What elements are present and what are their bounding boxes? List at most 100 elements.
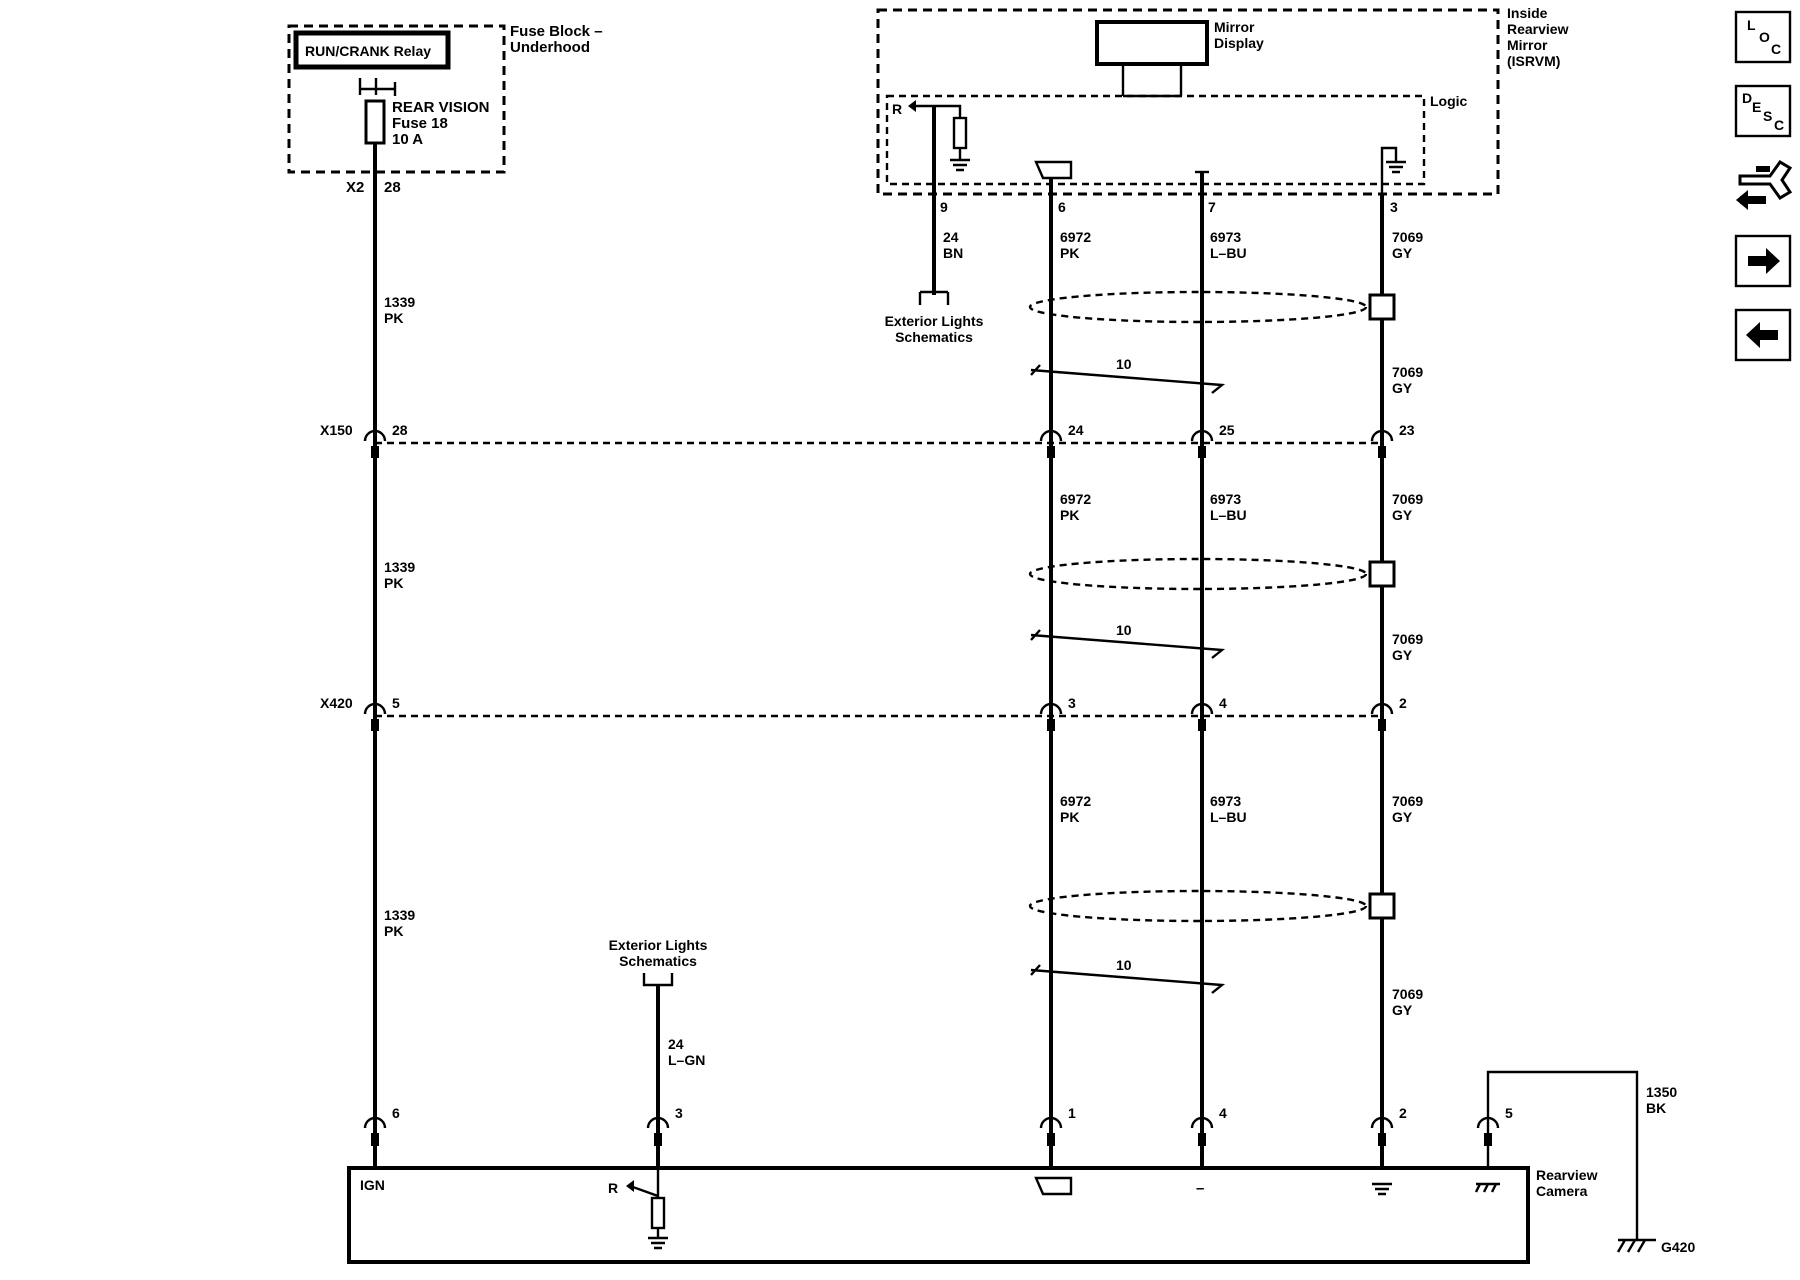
wire-label: 1339 [384, 907, 415, 923]
camera-connector: 6 3 1 4 2 5 [363, 1105, 1513, 1146]
connector-pin-icon [1370, 702, 1394, 715]
mirror-pin-6: 6 [1058, 199, 1066, 215]
desc-icon [1734, 84, 1792, 138]
connector-x2-pin: 28 [384, 179, 401, 196]
inside-rearview-mirror: Inside Rearview Mirror (ISRVM) Mirror Di… [876, 5, 1569, 215]
wire-label: PK [384, 310, 403, 326]
mirror-title: Rearview [1507, 21, 1569, 37]
next-button[interactable] [1734, 234, 1792, 288]
camera-ign-label: IGN [360, 1177, 385, 1193]
exterior-lights-top: 24 BN Exterior Lights Schematics [885, 106, 984, 345]
loc-letter: C [1771, 41, 1781, 57]
camera-title: Rearview [1536, 1167, 1598, 1183]
wire-label: 7069 [1392, 631, 1423, 647]
connector-pin-icon [1039, 1116, 1063, 1129]
fuse-icon [364, 99, 386, 145]
fuse-block-title: Fuse Block – [510, 23, 603, 40]
camera-minus-label: – [1196, 1180, 1204, 1197]
connector-pin-label: 2 [1399, 695, 1407, 711]
shield-segment-3: 10 [1028, 889, 1396, 994]
camera-outline [347, 1166, 1530, 1264]
exterior-lights-label: Schematics [895, 329, 973, 345]
fuse-block: Fuse Block – Underhood RUN/CRANK Relay R… [287, 23, 603, 196]
mirror-pin-9: 9 [940, 199, 948, 215]
connector-pin-label: 6 [392, 1105, 400, 1121]
pullup-lead [934, 104, 962, 118]
mirror-title: Inside [1507, 5, 1548, 21]
wire-label: BK [1646, 1100, 1666, 1116]
wire-label: L–BU [1210, 507, 1247, 523]
exterior-lights-bottom: Exterior Lights Schematics 24 L–GN [609, 937, 708, 1068]
camera-title: Camera [1536, 1183, 1588, 1199]
connector-pin-label: 4 [1219, 1105, 1227, 1121]
signal-pin-icon [1034, 1176, 1073, 1196]
wire-label: PK [1060, 809, 1079, 825]
wire-label: PK [384, 923, 403, 939]
connector-x420: X420 5 3 4 2 [320, 695, 1407, 731]
display-link [1121, 64, 1183, 98]
connector-pin-label: 24 [1068, 422, 1084, 438]
ground-icon [950, 148, 970, 172]
desc-letter: C [1774, 117, 1784, 133]
run-crank-relay [293, 30, 451, 70]
mirror-r-label: R [892, 101, 902, 117]
twist-label: 10 [1116, 622, 1132, 638]
connector-terminal [1198, 446, 1206, 458]
logic-outline [885, 94, 1426, 186]
wire-label: 6973 [1210, 229, 1241, 245]
wire-label: 7069 [1392, 986, 1423, 1002]
mirror-display [1095, 20, 1209, 66]
wire-label: 6973 [1210, 793, 1241, 809]
connector-pin-icon [646, 1116, 670, 1129]
mirror-title: Mirror [1507, 37, 1548, 53]
connector-terminal [1378, 719, 1386, 731]
arrow-left-glyph [1746, 322, 1778, 348]
connector-terminal [654, 1133, 662, 1146]
exterior-lights-label: Schematics [619, 953, 697, 969]
connector-pin-label: 1 [1068, 1105, 1076, 1121]
mirror-pin-7: 7 [1208, 199, 1216, 215]
arrow-right-glyph [1748, 248, 1780, 274]
connector-pin-label: 5 [1505, 1105, 1513, 1121]
connector-terminal [1047, 1133, 1055, 1146]
connector-x150: X150 28 24 25 23 [320, 422, 1415, 458]
loc-button[interactable]: L O C [1734, 10, 1792, 64]
wire-label: 1339 [384, 294, 415, 310]
connector-pin-label: 4 [1219, 695, 1227, 711]
desc-letter: S [1763, 108, 1772, 124]
wire-label: 24 [943, 229, 959, 245]
loc-letter: O [1759, 29, 1770, 45]
connector-terminal [371, 1133, 379, 1146]
twist-label: 10 [1116, 957, 1132, 973]
desc-letter: D [1742, 90, 1752, 106]
wire-label: L–GN [668, 1052, 705, 1068]
connector-pin-icon [1190, 702, 1214, 715]
connector-terminal [371, 719, 379, 731]
connector-terminal [371, 446, 379, 458]
desc-button[interactable]: D E S C [1734, 84, 1792, 138]
fuse-block-title: Underhood [510, 39, 590, 56]
connector-pin-icon [1476, 1116, 1500, 1129]
wire-labels: 1339 PK 1339 PK 1339 PK 6972 PK 6972 PK … [384, 229, 1677, 1116]
connector-repair-button[interactable] [1736, 160, 1793, 210]
drain-ground-icon [1380, 146, 1406, 195]
twist-label: 10 [1116, 356, 1132, 372]
connector-repair-icon [1736, 160, 1793, 210]
fuse-label: 10 A [392, 131, 423, 148]
fuse-label: Fuse 18 [392, 115, 448, 132]
wire-label: PK [384, 575, 403, 591]
connector-pin-label: 5 [392, 695, 400, 711]
connector-terminal [1378, 1133, 1386, 1146]
fuse-block-outline [287, 24, 506, 174]
wire-label: PK [1060, 507, 1079, 523]
ground-icon [648, 1228, 668, 1250]
previous-button[interactable] [1734, 308, 1792, 362]
exterior-lights-label: Exterior Lights [609, 937, 708, 953]
arrow-left-icon [626, 1180, 634, 1192]
logic-label: Logic [1430, 93, 1468, 109]
signal-pin-icon [1034, 160, 1073, 180]
rearview-camera: Rearview Camera IGN R – [347, 1166, 1598, 1264]
camera-r-lead [629, 1168, 660, 1198]
wire-1350-bk [1486, 1070, 1639, 1240]
